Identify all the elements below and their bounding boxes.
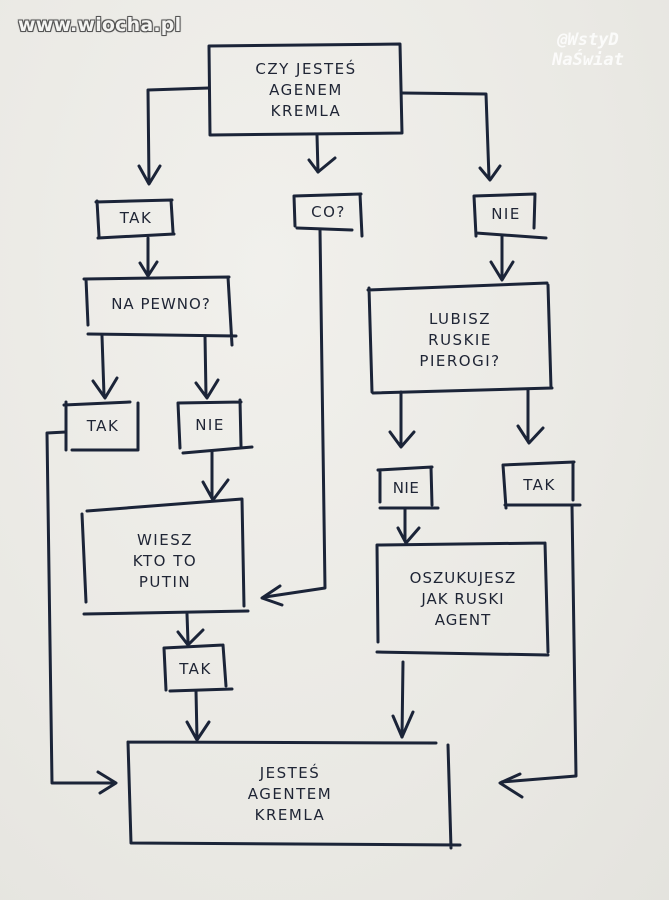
box-wiesz — [80, 497, 250, 616]
node-tak4-label: TAK — [179, 659, 212, 678]
node-oszukujesz-label: OSZUKUJESZ JAK RUSKI AGENT — [409, 568, 517, 629]
node-nie1-label: NIE — [491, 204, 521, 223]
connector-nie2-wiesz — [201, 449, 230, 502]
box-tak1 — [94, 198, 176, 240]
node-tak2-label: TAK — [86, 416, 120, 435]
box-oszukujesz — [375, 541, 550, 657]
connector-start-nie1 — [400, 91, 502, 182]
node-wiesz-label: WIESZ KTO TO PUTIN — [132, 530, 198, 591]
connector-tak2-end — [45, 430, 118, 795]
connector-napewno-nie2 — [194, 334, 220, 400]
connector-lubisz-tak3 — [516, 388, 545, 445]
box-co — [292, 192, 364, 238]
connector-start-tak1 — [137, 86, 211, 186]
connector-wiesz-tak4 — [176, 612, 205, 647]
node-end-label: JESTEŚ AGENTEM KREMLA — [247, 763, 333, 824]
connector-start-co — [307, 133, 337, 174]
box-nie3 — [376, 465, 440, 510]
node-tak3-label: TAK — [523, 475, 556, 494]
box-tak2 — [62, 400, 140, 452]
connector-nie3-oszukujesz — [396, 506, 421, 545]
node-nie3-label: NIE — [392, 478, 420, 497]
box-nie2 — [176, 398, 254, 455]
box-lubisz — [366, 281, 554, 395]
node-tak1-label: TAK — [119, 208, 153, 227]
connector-tak4-end — [185, 689, 211, 742]
box-start — [207, 42, 404, 137]
connector-nie1-lubisz — [489, 234, 515, 282]
connector-tak1-napewno — [138, 236, 159, 278]
site-watermark: www.wiocha.pl — [18, 14, 182, 36]
connector-napewno-tak2 — [91, 334, 119, 400]
box-tak4 — [162, 643, 234, 693]
connector-co-wiesz — [260, 228, 327, 607]
node-nie2-label: NIE — [195, 415, 225, 434]
connector-lubisz-nie3 — [388, 390, 416, 449]
connector-tak3-end — [498, 503, 578, 799]
author-watermark: @WstyD NaŚwiat — [552, 30, 624, 70]
box-nie1 — [472, 192, 548, 240]
box-na-pewno — [82, 275, 238, 347]
node-na-pewno-label: NA PEWNO? — [111, 294, 211, 313]
box-end — [126, 740, 462, 850]
node-lubisz-label: LUBISZ RUSKIE PIEROGI? — [419, 309, 501, 370]
node-start-label: CZY JESTEŚ AGENEM KREMLA — [255, 59, 357, 120]
box-tak3 — [501, 460, 582, 510]
node-co-label: CO? — [311, 202, 346, 221]
connector-oszukujesz-end — [391, 660, 415, 739]
